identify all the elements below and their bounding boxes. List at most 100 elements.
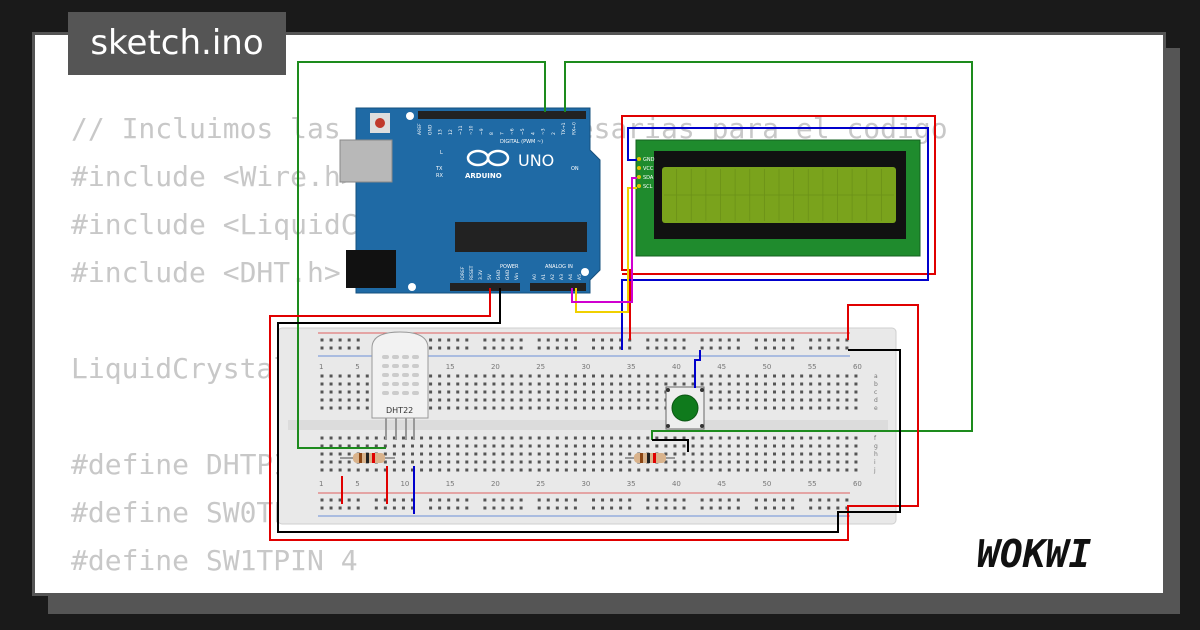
column-number: 25 xyxy=(536,363,545,371)
column-number: 5 xyxy=(355,480,359,488)
file-title: sketch.ino xyxy=(90,23,264,63)
pin-label: A3 xyxy=(559,274,565,280)
pin-label: IOREF xyxy=(460,266,466,280)
column-number: 40 xyxy=(672,363,681,371)
column-number: 60 xyxy=(853,363,862,371)
column-number: 15 xyxy=(446,480,455,488)
column-number: 1 xyxy=(319,480,323,488)
column-number: 55 xyxy=(808,480,817,488)
column-number: 1 xyxy=(319,363,323,371)
board-label: UNO xyxy=(518,151,554,170)
pin-label: ~10 xyxy=(469,125,475,135)
pin-label: A1 xyxy=(541,274,547,280)
pin-label: 2 xyxy=(551,132,557,135)
digital-header xyxy=(418,111,586,119)
pin-label: A0 xyxy=(532,274,538,280)
pin-label: ~5 xyxy=(520,128,526,135)
column-number: 25 xyxy=(536,480,545,488)
pin-label: 7 xyxy=(499,132,505,135)
pin-label: RX←0 xyxy=(572,122,578,135)
analog-header xyxy=(530,283,586,291)
wire-blue xyxy=(694,350,701,388)
digital-label: DIGITAL (PWM ~) xyxy=(500,139,543,145)
wire-magenta xyxy=(571,177,637,303)
pin-label: ~3 xyxy=(541,128,547,135)
pin-label: GND xyxy=(496,269,502,280)
brand-text: WOKWI xyxy=(977,532,1092,576)
wokwi-logo: WOKWI xyxy=(977,532,1092,576)
column-number: 35 xyxy=(627,363,636,371)
power-header xyxy=(450,283,520,291)
pin-label: 13 xyxy=(438,129,444,135)
arduino-uno[interactable]: UNO ARDUINO DIGITAL (PWM ~) POWER ANALOG… xyxy=(339,107,601,294)
code-line: #include <Wire.h> xyxy=(71,160,358,193)
row-letter: a xyxy=(874,373,878,380)
pin-label: 5V xyxy=(487,273,493,280)
wires xyxy=(269,61,973,541)
row-letter: e xyxy=(874,405,878,412)
column-number: 20 xyxy=(491,480,500,488)
pin-label: ~9 xyxy=(479,128,485,135)
on-label: ON xyxy=(571,166,579,172)
pin-label: 3.3V xyxy=(478,269,484,280)
pin-label: A2 xyxy=(550,274,556,280)
wire-red xyxy=(269,288,919,541)
pin-label: AREF xyxy=(417,123,423,135)
row-letters: a b c d e f g h i j xyxy=(873,373,878,474)
pin-label: GND xyxy=(505,269,511,280)
code-line: #define SW1TPIN 4 xyxy=(71,544,358,577)
row-letter: i xyxy=(874,459,876,466)
pin-label: RESET xyxy=(469,265,475,280)
power-jack xyxy=(346,250,396,288)
pin-label: A5 xyxy=(577,274,583,280)
column-number: 30 xyxy=(581,480,590,488)
pin-label: Vin xyxy=(514,273,520,280)
pin-label: A4 xyxy=(568,274,574,280)
dht-label: DHT22 xyxy=(386,406,413,415)
column-number: 60 xyxy=(853,480,862,488)
column-number: 20 xyxy=(491,363,500,371)
column-number: 50 xyxy=(762,363,771,371)
led-label: RX xyxy=(436,173,443,179)
wire-red xyxy=(621,115,936,340)
pin-label: ~11 xyxy=(458,125,464,135)
code-line: #include <DHT.h> xyxy=(71,256,341,289)
wire-black xyxy=(277,288,901,533)
column-number: 5 xyxy=(355,363,359,371)
pushbutton[interactable] xyxy=(665,386,705,430)
pin-label: TX→1 xyxy=(561,122,567,136)
row-letter: j xyxy=(873,467,876,474)
column-number: 10 xyxy=(400,480,409,488)
dht22-sensor[interactable]: DHT22 xyxy=(371,331,429,440)
lcd-pin-label: SDA xyxy=(643,175,654,181)
led-label: TX xyxy=(435,166,443,172)
column-number: 35 xyxy=(627,480,636,488)
row-letter: b xyxy=(874,381,878,388)
row-letter: c xyxy=(874,389,877,396)
column-number: 50 xyxy=(762,480,771,488)
wire-green xyxy=(297,61,546,449)
column-number: 15 xyxy=(446,363,455,371)
wire-black xyxy=(652,439,689,452)
led-label: L xyxy=(440,150,443,156)
wire-blue xyxy=(621,127,929,350)
column-number: 45 xyxy=(717,480,726,488)
resistor-button[interactable] xyxy=(625,453,675,463)
column-number: 30 xyxy=(581,363,590,371)
lcd-pin-label: SCL xyxy=(643,184,653,190)
arduino-logo xyxy=(466,149,510,167)
pin-label: 12 xyxy=(448,129,454,135)
pin-label: 4 xyxy=(530,132,536,135)
pin-label: GND xyxy=(427,124,433,135)
column-number: 45 xyxy=(717,363,726,371)
brand-label: ARDUINO xyxy=(465,172,502,180)
resistor-dht[interactable] xyxy=(340,453,395,463)
lcd-pin-label: GND xyxy=(643,157,655,163)
row-letter: f xyxy=(874,435,877,442)
pin-label: ~6 xyxy=(510,128,516,135)
row-letter: d xyxy=(874,397,878,404)
file-title-badge[interactable]: sketch.ino xyxy=(68,12,286,75)
